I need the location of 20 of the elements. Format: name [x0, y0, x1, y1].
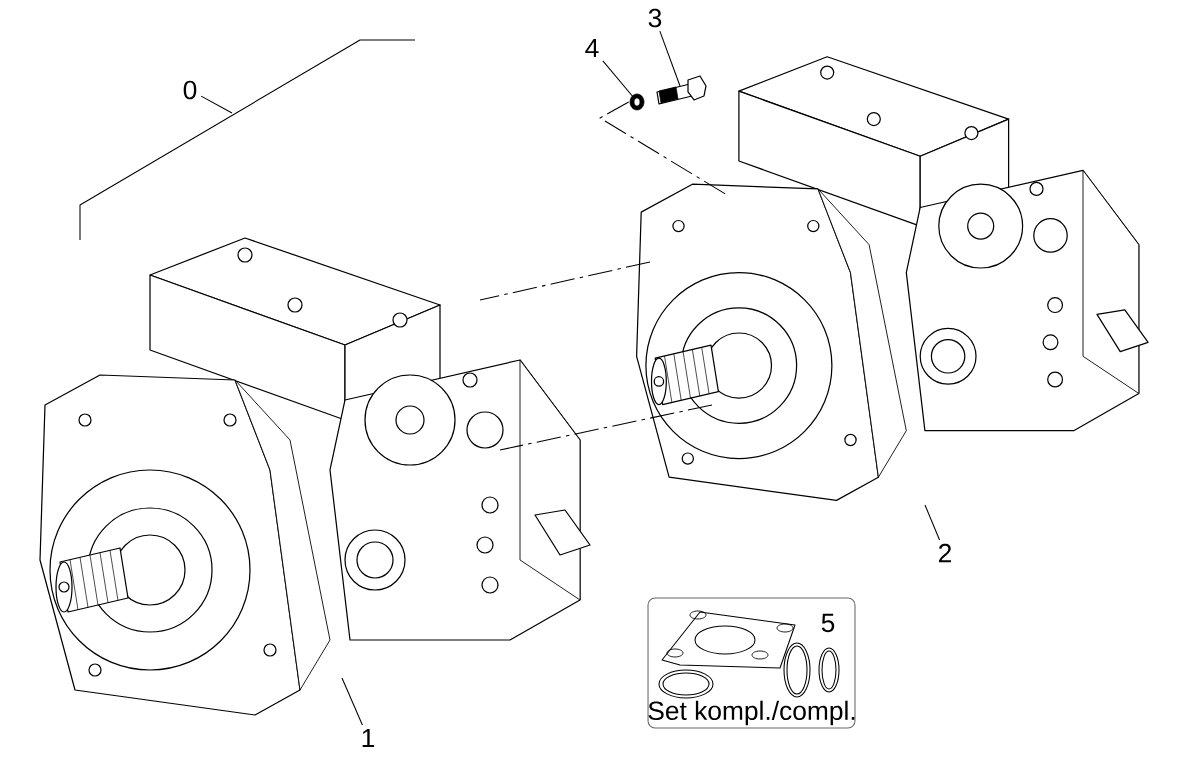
center-line: [499, 404, 713, 451]
kit-caption: Set kompl./compl.: [648, 700, 855, 726]
leader-line: [924, 504, 941, 541]
center-line: [599, 101, 728, 196]
callout-number: 4: [585, 38, 599, 58]
callout-number: 1: [362, 728, 375, 748]
callout-number: 3: [648, 8, 662, 28]
center-line: [479, 261, 651, 301]
pump-drawing: [636, 56, 1149, 501]
leader-line: [602, 60, 635, 99]
callout-number: 2: [939, 543, 951, 563]
leader-line: [659, 30, 681, 87]
leader-line: [341, 677, 363, 726]
washer-drawing: [629, 93, 645, 111]
callout-number: 5: [821, 613, 835, 633]
leader-line: [200, 95, 233, 114]
kit-box: [647, 597, 856, 729]
pump-drawing: [39, 237, 591, 716]
bolt-drawing: [656, 75, 707, 105]
callout-number: 0: [183, 80, 197, 100]
